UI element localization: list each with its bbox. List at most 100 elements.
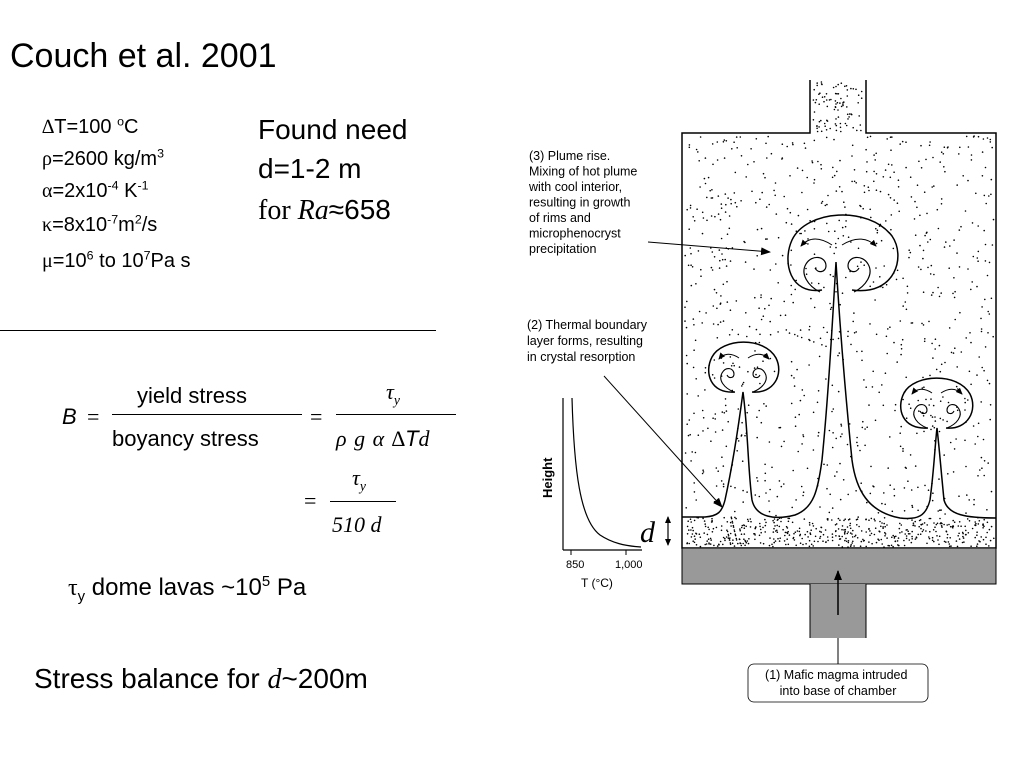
stipple-dot	[965, 512, 967, 514]
stipple-dot	[812, 119, 815, 121]
stipple-dot	[846, 526, 849, 528]
stipple-dot	[821, 200, 824, 203]
stipple-dot	[693, 349, 695, 352]
stipple-dot	[714, 413, 717, 415]
stipple-dot	[733, 545, 736, 547]
stipple-dot	[776, 531, 779, 533]
stipple-dot	[842, 104, 844, 107]
stipple-dot	[790, 402, 793, 405]
stipple-dot	[856, 444, 859, 447]
stipple-dot	[933, 426, 936, 429]
stipple-dot	[688, 146, 691, 149]
stipple-dot	[698, 310, 701, 313]
stipple-dot	[731, 329, 734, 331]
stipple-dot	[841, 226, 844, 229]
label1-line: into base of chamber	[780, 684, 897, 698]
stipple-dot	[874, 159, 876, 161]
stipple-dot	[760, 531, 762, 534]
stipple-dot	[692, 529, 694, 532]
stipple-dot	[711, 189, 713, 191]
stipple-dot	[710, 215, 713, 217]
stipple-dot	[745, 176, 747, 178]
stipple-dot	[887, 544, 889, 547]
stipple-dot	[860, 530, 863, 532]
stipple-dot	[970, 154, 973, 156]
stipple-dot	[946, 420, 948, 423]
stipple-dot	[844, 530, 846, 533]
stipple-dot	[722, 283, 725, 286]
stipple-dot	[823, 122, 826, 125]
stipple-dot	[835, 291, 837, 293]
stipple-dot	[892, 545, 894, 548]
stipple-dot	[910, 489, 913, 491]
stipple-dot	[874, 419, 877, 422]
stipple-dot	[894, 403, 897, 406]
stipple-dot	[844, 539, 846, 542]
stipple-dot	[823, 100, 825, 103]
stipple-dot	[983, 518, 985, 521]
stipple-dot	[843, 532, 846, 534]
stipple-dot	[689, 247, 692, 249]
stipple-dot	[976, 374, 978, 376]
found-ra-value: ≈658	[328, 194, 391, 225]
stipple-dot	[982, 538, 985, 541]
label-thermal-boundary: (2) Thermal boundary layer forms, result…	[527, 318, 648, 364]
param-kappa-unit: m	[118, 214, 135, 236]
stipple-dot	[835, 118, 837, 120]
stipple-dot	[971, 222, 974, 224]
stipple-dot	[731, 520, 734, 523]
stipple-dot	[861, 426, 864, 429]
stipple-dot	[773, 527, 775, 530]
stipple-dot	[820, 81, 823, 83]
stipple-dot	[860, 90, 863, 93]
stipple-dot	[691, 266, 694, 268]
stipple-dot	[860, 540, 863, 543]
stipple-dot	[885, 335, 888, 338]
left-plume-head	[708, 341, 780, 393]
stipple-dot	[739, 136, 742, 138]
stipple-dot	[966, 518, 969, 520]
stipple-dot	[781, 143, 784, 145]
stipple-dot	[879, 276, 881, 278]
stipple-dot	[929, 517, 932, 520]
stipple-dot	[917, 486, 919, 489]
large-plume-head	[787, 214, 899, 293]
stipple-dot	[799, 232, 801, 235]
stipple-dot	[819, 535, 822, 538]
stipple-dot	[704, 371, 707, 374]
stipple-dot	[931, 342, 933, 345]
stipple-dot	[727, 535, 730, 537]
stipple-dot	[983, 194, 986, 197]
stipple-dot	[835, 103, 837, 105]
stipple-dot	[818, 120, 821, 123]
stipple-dot	[733, 141, 735, 143]
stipple-dot	[842, 479, 845, 481]
stipple-dot	[815, 99, 818, 101]
stipple-dot	[825, 136, 828, 139]
stipple-dot	[801, 169, 804, 172]
stipple-dot	[983, 229, 985, 232]
stipple-dot	[869, 530, 871, 532]
stipple-dot	[939, 370, 942, 373]
stipple-dot	[978, 356, 980, 358]
param-kappa: κ=8x10-7m2/s	[42, 213, 157, 237]
stipple-dot	[808, 521, 811, 524]
stipple-dot	[889, 176, 892, 179]
stipple-dot	[941, 526, 943, 528]
stipple-dot	[929, 141, 931, 143]
stipple-dot	[702, 217, 705, 219]
stipple-dot	[932, 404, 935, 407]
stipple-dot	[726, 521, 729, 523]
stipple-dot	[881, 522, 883, 524]
stipple-dot	[988, 261, 991, 264]
stipple-dot	[810, 543, 813, 546]
stipple-dot	[804, 230, 806, 232]
stipple-dot	[808, 545, 811, 548]
stipple-dot	[831, 446, 834, 449]
stipple-dot	[953, 296, 956, 299]
stipple-dot	[820, 202, 823, 204]
stipple-dot	[756, 416, 758, 419]
stipple-dot	[942, 419, 944, 421]
stipple-dot	[857, 102, 859, 104]
stipple-dot	[846, 113, 849, 116]
